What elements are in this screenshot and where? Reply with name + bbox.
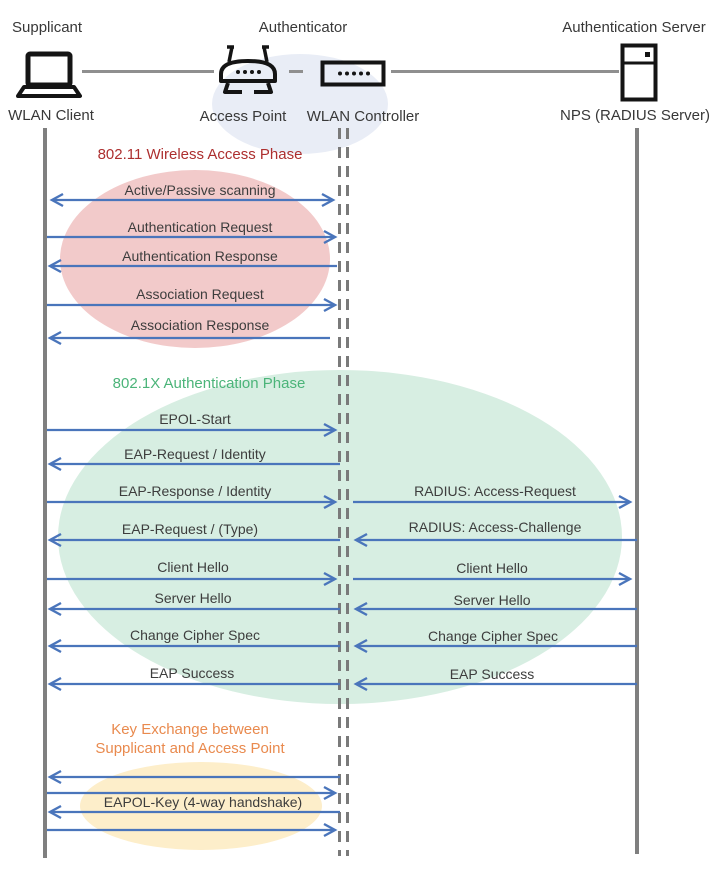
connector-ap-controller <box>289 70 303 73</box>
node-label-wlan-client: WLAN Client <box>8 107 94 124</box>
phase2-title: 802.1X Authentication Phase <box>112 375 306 392</box>
label-association-request: Association Request <box>136 286 264 302</box>
access-point-icon <box>219 45 277 94</box>
label-authentication-request: Authentication Request <box>127 219 273 235</box>
lifeline-controller-dashed-left <box>338 128 341 856</box>
label-radius-access-request: RADIUS: Access-Request <box>414 483 576 499</box>
header-authentication-server: Authentication Server <box>562 19 706 36</box>
connector-client-ap <box>82 70 214 73</box>
label-client-hello-left: Client Hello <box>157 559 229 575</box>
node-label-wlan-controller: WLAN Controller <box>306 108 420 125</box>
label-eap-request-identity: EAP-Request / Identity <box>124 446 266 462</box>
label-eap-success-right: EAP Success <box>449 666 535 682</box>
label-client-hello-right: Client Hello <box>456 560 528 576</box>
node-label-access-point: Access Point <box>199 108 287 125</box>
label-change-cipher-spec-left: Change Cipher Spec <box>130 627 260 643</box>
server-icon <box>620 43 658 102</box>
label-change-cipher-spec-right: Change Cipher Spec <box>428 628 558 644</box>
label-epol-start: EPOL-Start <box>159 411 231 427</box>
phase1-title: 802.11 Wireless Access Phase <box>97 146 303 163</box>
lifeline-controller-dashed-right <box>346 128 349 856</box>
laptop-icon <box>16 51 82 98</box>
label-server-hello-right: Server Hello <box>453 592 531 608</box>
label-active-passive-scanning: Active/Passive scanning <box>124 182 276 198</box>
phase3-title-line2: Supplicant and Access Point <box>95 740 285 757</box>
label-server-hello-left: Server Hello <box>154 590 232 606</box>
header-supplicant: Supplicant <box>12 19 83 36</box>
wlan-controller-icon <box>320 60 386 87</box>
phase3-title-line1: Key Exchange between <box>111 721 269 738</box>
label-eapol-key: EAPOL-Key (4-way handshake) <box>103 794 303 810</box>
label-eap-success-left: EAP Success <box>149 665 235 681</box>
label-radius-access-challenge: RADIUS: Access-Challenge <box>408 519 582 535</box>
header-authenticator: Authenticator <box>258 19 348 36</box>
node-label-nps: NPS (RADIUS Server) <box>559 107 711 124</box>
connector-controller-server <box>391 70 619 73</box>
label-association-response: Association Response <box>130 317 270 333</box>
lifeline-wlan-client <box>43 128 47 858</box>
label-eap-request-type: EAP-Request / (Type) <box>121 521 259 537</box>
label-eap-response-identity: EAP-Response / Identity <box>118 483 272 499</box>
label-authentication-response: Authentication Response <box>122 248 278 264</box>
lifeline-nps <box>635 128 639 854</box>
